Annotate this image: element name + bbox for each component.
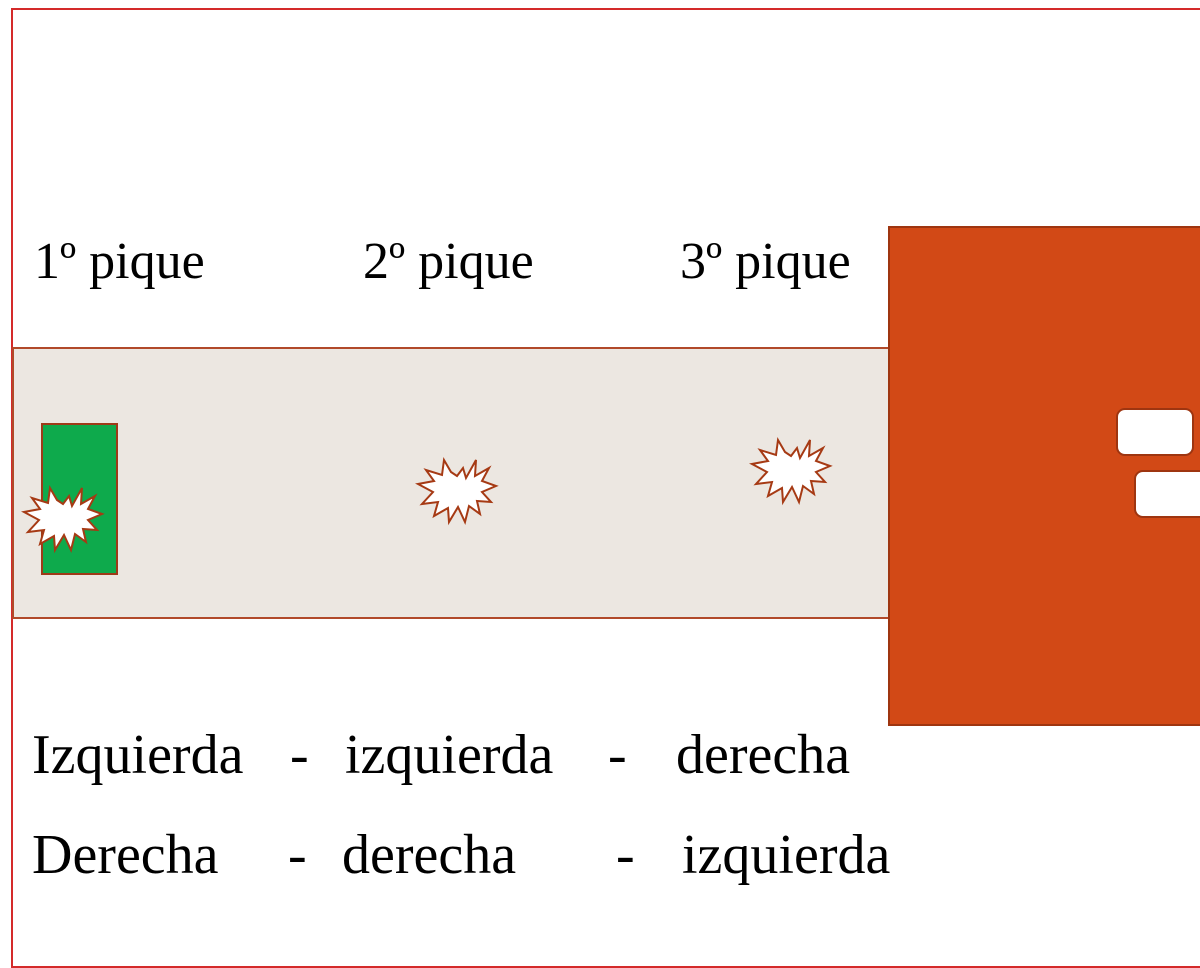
pique-3-label: 3º pique <box>680 233 851 290</box>
block-slot-lower <box>1134 470 1200 518</box>
pattern-first: Derecha <box>32 824 219 886</box>
pattern-separator: - <box>288 824 307 886</box>
side-block <box>888 226 1200 726</box>
pattern-first: Izquierda <box>32 724 244 786</box>
pattern-third: izquierda <box>682 824 891 886</box>
pattern-second: izquierda <box>345 724 554 786</box>
pattern-separator: - <box>608 724 627 786</box>
pattern-row: Izquierda - izquierda - derecha <box>0 727 1200 787</box>
pattern-second: derecha <box>342 824 517 886</box>
pattern-row: Derecha - derecha - izquierda <box>0 827 1200 887</box>
pique-2-label: 2º pique <box>363 233 534 290</box>
pique-1-label: 1º pique <box>34 233 205 290</box>
pattern-separator: - <box>616 824 635 886</box>
burst-icon <box>749 436 833 506</box>
burst-icon <box>415 456 499 526</box>
pattern-third: derecha <box>676 724 851 786</box>
block-slot-upper <box>1116 408 1194 456</box>
pattern-separator: - <box>290 724 309 786</box>
burst-icon <box>21 484 105 554</box>
